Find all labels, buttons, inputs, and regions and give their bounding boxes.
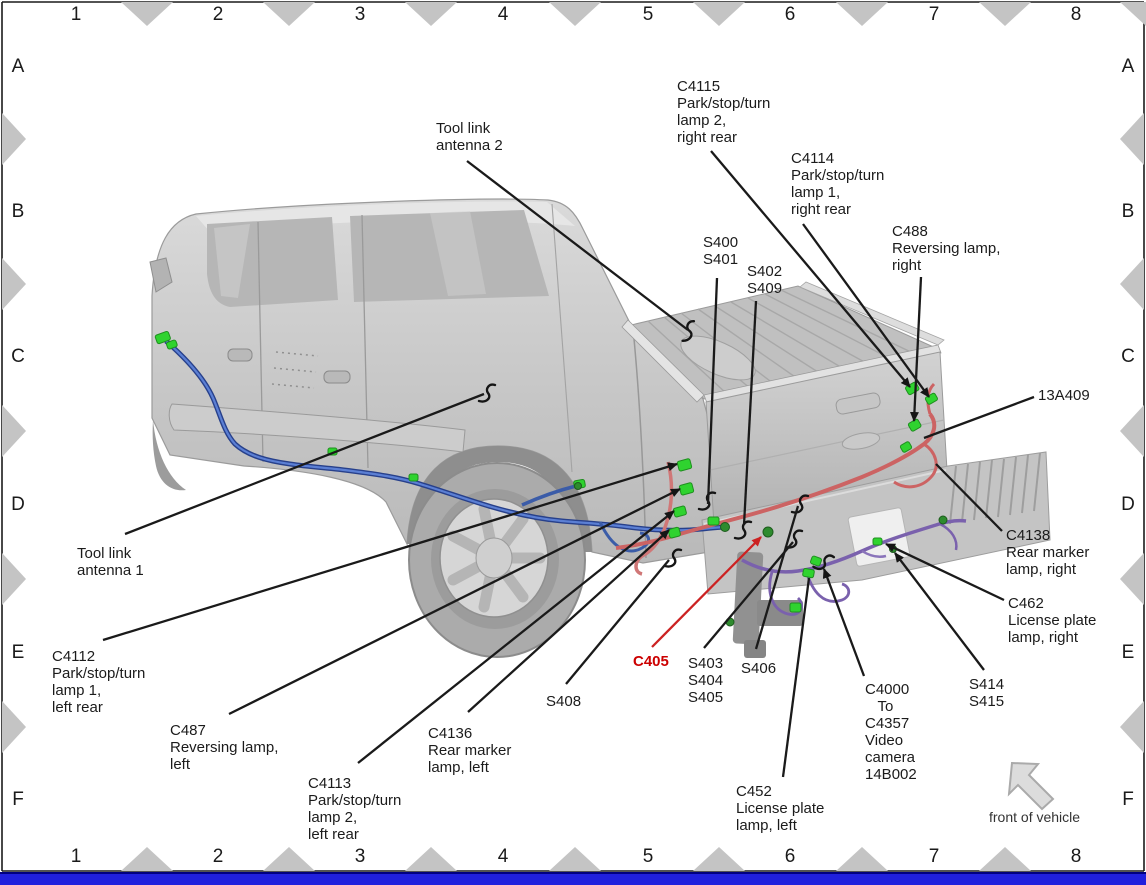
grid-col-5-bottom: 5 xyxy=(642,846,654,867)
callout-tool-link-antenna-1: Tool link antenna 1 xyxy=(77,545,144,579)
leader-s414-s415 xyxy=(894,552,985,671)
leader-c452 xyxy=(781,577,811,778)
grid-col-1-bottom: 1 xyxy=(70,846,82,867)
leader-c4114 xyxy=(802,223,930,398)
left-rear-connector-cluster xyxy=(667,458,720,539)
grid-row-e-left: E xyxy=(11,642,25,663)
leader-lines xyxy=(102,150,1035,778)
rear-door-handle xyxy=(323,370,351,384)
connector-markers xyxy=(154,330,948,627)
grid-row-c-right: C xyxy=(1121,346,1135,367)
callout-tool-link-antenna-2: Tool link antenna 2 xyxy=(436,120,503,154)
callout-c4136: C4136 Rear marker lamp, left xyxy=(428,725,512,776)
tailgate-handle xyxy=(835,392,881,415)
callout-13a409: 13A409 xyxy=(1038,387,1090,404)
grid-col-4-bottom: 4 xyxy=(497,846,509,867)
front-of-vehicle-label: front of vehicle xyxy=(989,809,1081,825)
leader-c4115 xyxy=(710,150,911,388)
tailgate-badge xyxy=(841,432,881,450)
callout-c4112: C4112 Park/stop/turn lamp 1, left rear xyxy=(52,648,146,716)
callout-c4114: C4114 Park/stop/turn lamp 1, right rear xyxy=(791,150,885,218)
callout-c487: C487 Reversing lamp, left xyxy=(170,722,279,773)
grid-row-d-left: D xyxy=(11,494,25,515)
truck-illustration xyxy=(149,198,1051,658)
side-mirror xyxy=(149,257,173,293)
callout-s414-s415: S414 S415 xyxy=(969,676,1005,710)
grid-row-b-right: B xyxy=(1121,201,1135,222)
wire-harness-blue xyxy=(164,339,727,553)
rear-wheel xyxy=(407,446,592,658)
callout-s400-s401: S400 S401 xyxy=(703,234,739,268)
callout-c4113: C4113 Park/stop/turn lamp 2, left rear xyxy=(308,775,402,843)
leader-c4112 xyxy=(102,462,678,642)
callout-c4115: C4115 Park/stop/turn lamp 2, right rear xyxy=(677,78,771,146)
leader-13a409 xyxy=(923,395,1035,440)
leader-c405 xyxy=(651,536,762,648)
leader-c4000 xyxy=(822,568,866,677)
grid-row-f-left: F xyxy=(12,789,24,810)
grid-col-8-top: 8 xyxy=(1070,4,1082,25)
leader-c487 xyxy=(228,487,681,716)
callout-s408: S408 xyxy=(546,693,582,710)
leader-s403-s404-s405 xyxy=(703,541,794,649)
grid-col-5-top: 5 xyxy=(642,4,654,25)
grid-col-1-top: 1 xyxy=(70,4,82,25)
bed-interior xyxy=(630,285,940,400)
grid-row-c-left: C xyxy=(11,346,25,367)
leader-s406 xyxy=(754,505,800,650)
callout-s406: S406 xyxy=(741,660,777,677)
grid-row-d-right: D xyxy=(1121,494,1135,515)
leader-c4138 xyxy=(935,463,1003,532)
leader-tool-link-antenna-1 xyxy=(124,392,485,536)
front-of-vehicle-arrow-icon xyxy=(1007,761,1055,811)
bottom-blue-bar xyxy=(0,872,1146,885)
splice-markers xyxy=(574,482,948,627)
grid-col-7-top: 7 xyxy=(928,4,940,25)
callout-s402-s409: S402 S409 xyxy=(747,263,783,297)
leader-c4136 xyxy=(467,529,670,713)
grid-col-6-top: 6 xyxy=(784,4,796,25)
front-door-handle xyxy=(227,348,253,362)
leader-tool-link-antenna-2 xyxy=(466,160,689,331)
grid-row-f-right: F xyxy=(1122,789,1134,810)
callout-c405: C405 xyxy=(633,653,669,670)
grid-col-7-bottom: 7 xyxy=(928,846,940,867)
leader-s400-s401 xyxy=(706,277,719,505)
callout-c488: C488 Reversing lamp, right xyxy=(892,223,1001,274)
bed-left-rail xyxy=(621,319,705,403)
leader-c4113 xyxy=(357,510,675,764)
grid-col-2-bottom: 2 xyxy=(212,846,224,867)
callout-c452: C452 License plate lamp, left xyxy=(736,783,825,834)
leader-s408 xyxy=(565,559,670,685)
leader-c488 xyxy=(909,276,923,422)
callout-c462: C462 License plate lamp, right xyxy=(1008,595,1097,646)
callout-c4138: C4138 Rear marker lamp, right xyxy=(1006,527,1090,578)
callout-c4000: C4000 To C4357 Video camera 14B002 xyxy=(865,681,917,783)
grid-col-4-top: 4 xyxy=(497,4,509,25)
bumper-connector-cluster xyxy=(789,537,883,613)
grid-col-2-top: 2 xyxy=(212,4,224,25)
grid-col-3-bottom: 3 xyxy=(354,846,366,867)
front-door-connector-cluster xyxy=(154,330,178,350)
grid-col-8-bottom: 8 xyxy=(1070,846,1082,867)
tailgate-top-rail xyxy=(703,344,942,404)
grid-row-a-left: A xyxy=(11,56,25,77)
grid-row-b-left: B xyxy=(11,201,25,222)
grid-row-e-right: E xyxy=(1121,642,1135,663)
leader-s402-s409 xyxy=(742,300,758,526)
grid-col-6-bottom: 6 xyxy=(784,846,796,867)
grid-col-3-top: 3 xyxy=(354,4,366,25)
callout-s403-s404-s405: S403 S404 S405 xyxy=(688,655,724,706)
grid-row-a-right: A xyxy=(1121,56,1135,77)
leader-c462 xyxy=(885,542,1005,602)
